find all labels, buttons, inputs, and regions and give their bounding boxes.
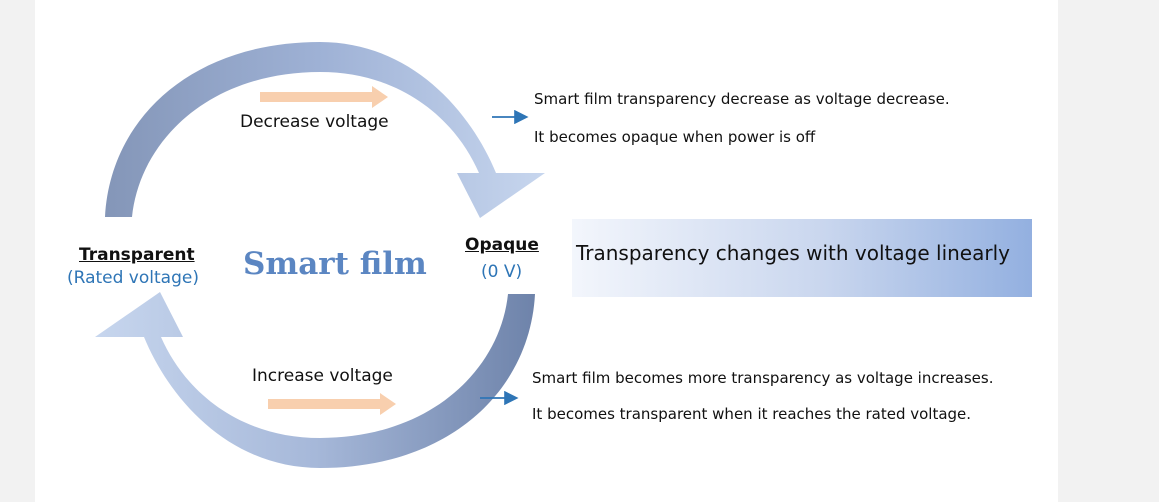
center-title: Smart film: [243, 246, 427, 282]
decrease-cycle-arrow: [105, 42, 545, 218]
decrease-direction-arrow: [260, 86, 388, 108]
bottom-note-line-2: It becomes transparent when it reaches t…: [532, 405, 972, 423]
banner-text: Transparency changes with voltage linear…: [576, 241, 1010, 265]
decrease-voltage-label: Decrease voltage: [240, 112, 389, 132]
increase-voltage-label: Increase voltage: [252, 366, 393, 386]
bottom-note-line-1: Smart film becomes more transparency as …: [532, 369, 994, 387]
opaque-state-title: Opaque: [465, 235, 539, 255]
transparent-state-title: Transparent: [79, 245, 195, 265]
increase-cycle-arrow: [95, 292, 535, 468]
transparent-state-subtitle: (Rated voltage): [67, 268, 199, 288]
linear-change-banner: Transparency changes with voltage linear…: [572, 219, 1032, 297]
top-note-line-2: It becomes opaque when power is off: [534, 128, 816, 146]
opaque-state-subtitle: (0 V): [481, 262, 523, 282]
top-note-line-1: Smart film transparency decrease as volt…: [534, 90, 950, 108]
increase-direction-arrow: [268, 393, 396, 415]
